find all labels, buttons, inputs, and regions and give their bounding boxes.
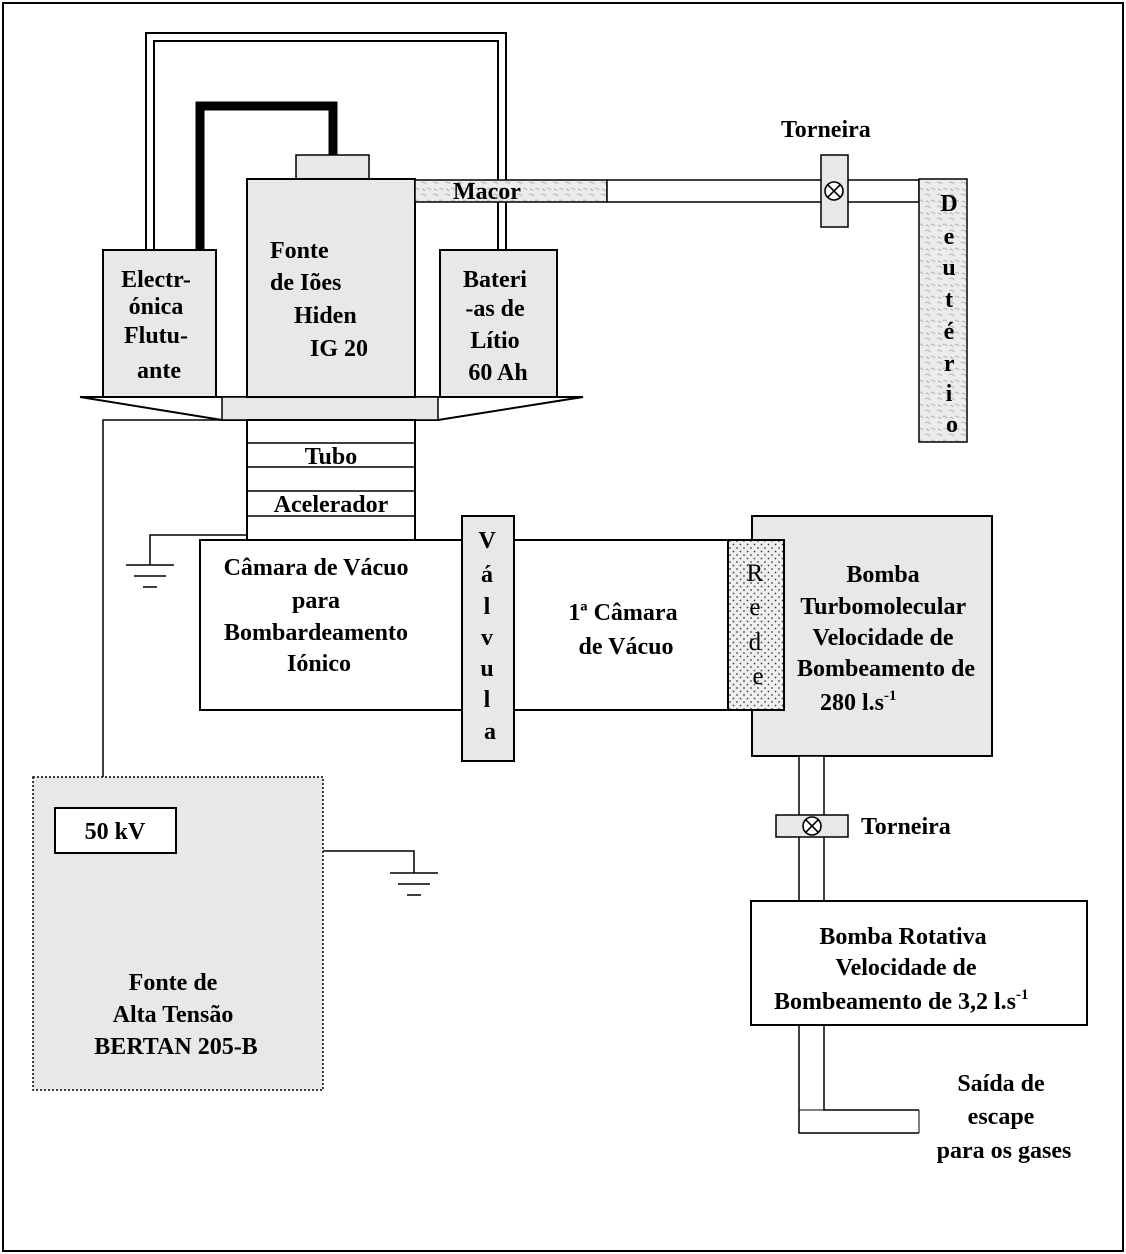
accelerator-tube — [246, 419, 416, 541]
mesh-letter-overlay: e — [752, 663, 763, 690]
ground-symbol-icon — [390, 872, 438, 896]
mesh-overlap — [727, 539, 785, 711]
voltage-box — [54, 807, 177, 854]
ion-chamber-box — [199, 539, 463, 711]
exhaust-pipe-outer — [798, 1025, 919, 1134]
thick-cable — [195, 101, 338, 250]
hv-source-label-line: Fonte de — [129, 970, 218, 996]
accelerator-label: Acelerador — [274, 492, 389, 518]
batteries-label-line: 60 Ah — [468, 360, 527, 386]
valve-letter: l — [484, 687, 491, 713]
ion-source-label-line: Hiden — [294, 303, 357, 329]
electronics-label-line: Flutu- — [124, 323, 188, 349]
mesh-letter-overlay: e — [749, 594, 760, 621]
accelerator-rings — [247, 442, 415, 517]
turbo-pump-label-line: Bombeamento de — [797, 656, 975, 682]
diagram-text: Electr- ónica Flutu- ante — [121, 267, 197, 384]
deuterium-letter: o — [946, 412, 958, 438]
diagram-text: Fonte de Iões Hiden IG 20 — [270, 238, 368, 362]
rotary-pump-speed-sup: -1 — [1016, 987, 1029, 1003]
accelerator-ground-wire — [149, 534, 247, 565]
deuterium-letter: r — [944, 351, 955, 377]
tap-top-valve-icon — [824, 181, 844, 201]
valve-body — [461, 515, 515, 762]
exhaust-label-line: escape — [968, 1104, 1035, 1130]
valve-letter: á — [481, 562, 493, 588]
ground-symbol-icon — [126, 564, 174, 588]
rotary-pump-speed: Bombeamento de 3,2 l.s — [774, 989, 1016, 1015]
deuterium-letter: D — [940, 191, 957, 217]
ion-source-box — [246, 178, 416, 398]
valve-letter: v — [481, 625, 493, 651]
turbo-pump-speed-sup: -1 — [884, 688, 897, 704]
diagram-text: D e u t é r i o — [940, 191, 963, 438]
diagram-text: Fonte de Alta Tensão BERTAN 205-B — [94, 970, 257, 1060]
exhaust-label-line: para os gases — [937, 1138, 1072, 1164]
ion-chamber-label-line: Bombardeamento — [224, 620, 408, 646]
double-cable — [145, 32, 507, 250]
ion-chamber-label-line: Câmara de Vácuo — [224, 555, 409, 581]
diagram-text: V á l v u l a — [479, 528, 502, 745]
voltage-label: 50 kV — [85, 819, 146, 845]
ion-source-label-line: Fonte — [270, 238, 329, 264]
electronics-box — [102, 249, 217, 398]
diagram-text: Saída de escape para os gases — [937, 1071, 1072, 1164]
deuterium-letter: u — [942, 255, 955, 281]
electronics-label-line: ónica — [129, 294, 184, 320]
rotary-pump-box — [750, 900, 1088, 1026]
diagram-text: R e d e — [747, 560, 770, 690]
batteries-box — [439, 249, 558, 398]
gas-line-pipe — [606, 179, 920, 203]
deuterium-letter: é — [944, 319, 955, 345]
batteries-label-line: Bateri — [463, 267, 527, 293]
rotary-pump-label-line: Velocidade de — [835, 955, 976, 981]
turbo-pump-speed: 280 l.s — [820, 690, 884, 716]
electronics-label-line: Electr- — [121, 267, 191, 293]
deuterium-letter: i — [946, 381, 953, 407]
electronics-label-line: ante — [137, 358, 181, 384]
tap-bottom-label: Torneira — [861, 814, 951, 840]
ion-source-label-line: de Iões — [270, 270, 341, 296]
diagram-text: Bomba Rotativa Velocidade de — [819, 924, 992, 981]
diagram-text: Bombeamento de 3,2 l.s-1 — [774, 987, 1029, 1015]
macor-label: Macor — [453, 179, 521, 205]
diagram-text: 280 l.s-1 — [820, 688, 897, 716]
valve-letter: V — [479, 528, 497, 554]
platform-center-bar — [221, 396, 439, 421]
valve-letter: u — [480, 656, 493, 682]
deuterium-letter: e — [944, 224, 955, 250]
ion-chamber-label-line: para — [292, 588, 340, 614]
diagram-text: Câmara de Vácuo para Bombardeamento Ióni… — [224, 555, 415, 677]
hv-source-label-line: BERTAN 205-B — [94, 1034, 257, 1060]
diagram-text: 1ª Câmara de Vácuo — [568, 600, 683, 660]
valve-letter: l — [484, 594, 491, 620]
batteries-label-line: Lítio — [470, 328, 519, 354]
tap-top-label: Torneira — [781, 117, 871, 143]
hv-ground-wire — [323, 850, 415, 873]
hv-cable — [102, 419, 222, 808]
first-chamber-box — [513, 539, 729, 711]
batteries-label-line: -as de — [465, 296, 525, 322]
deuterium-cylinder — [918, 178, 968, 443]
deuterium-letter: t — [945, 287, 953, 313]
valve-letter: a — [484, 719, 496, 745]
ion-source-cap — [295, 154, 370, 180]
exhaust-label-line: Saída de — [957, 1071, 1045, 1097]
hv-source-label-line: Alta Tensão — [113, 1002, 234, 1028]
turbo-pump-label-line: Turbomolecular — [800, 594, 966, 620]
turbo-pump-label-line: Bomba — [846, 562, 919, 588]
mesh-letter-overlay: d — [749, 629, 762, 656]
ion-source-label-line: IG 20 — [310, 336, 368, 362]
turbo-pump-label-line: Velocidade de — [812, 625, 953, 651]
mesh-letter-overlay: R — [747, 560, 764, 587]
diagram-text: Bomba Turbomolecular Velocidade de Bombe… — [797, 562, 975, 682]
rotary-pump-label-line: Bomba Rotativa — [819, 924, 986, 950]
tap-bottom-valve-icon — [802, 816, 822, 836]
tube-label: Tubo — [305, 444, 358, 470]
first-chamber-label-line: de Vácuo — [579, 634, 674, 660]
first-chamber-label-line: 1ª Câmara — [568, 600, 677, 626]
diagram-text: Bateri -as de Lítio 60 Ah — [463, 267, 533, 386]
ion-chamber-label-line: Iónico — [287, 651, 351, 677]
